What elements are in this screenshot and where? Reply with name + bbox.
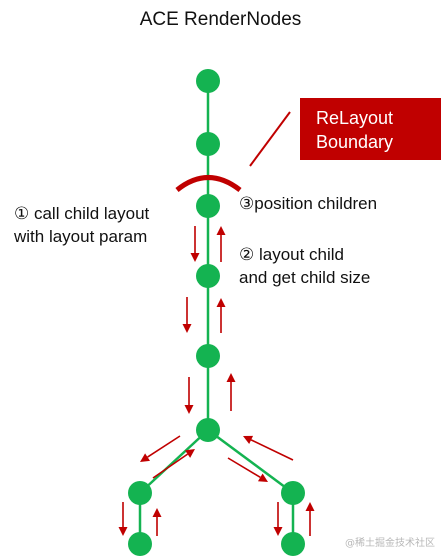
arrow-icon	[227, 457, 268, 482]
step-call-layout: ① call child layout with layout param	[14, 202, 149, 248]
arrow-icon	[140, 435, 181, 462]
render-node	[196, 264, 220, 288]
tree-edge	[207, 428, 294, 495]
arrow-icon	[243, 435, 294, 461]
render-node	[128, 532, 152, 556]
watermark-logo: @稀土掘金技术社区	[345, 538, 435, 549]
step-layout-child: ② layout child and get child size	[239, 243, 370, 289]
arrow-icon	[216, 226, 226, 262]
arrow-icon	[226, 373, 236, 411]
arrow-icon	[152, 508, 162, 536]
arrow-icon	[190, 226, 200, 262]
arrow-icon	[184, 377, 194, 414]
arrow-icon	[182, 297, 192, 333]
diagram-title: ACE RenderNodes	[139, 9, 302, 30]
boundary-connector	[249, 111, 291, 167]
step-layout-line2: and get child size	[239, 268, 371, 287]
boundary-label-line1: ReLayout	[316, 108, 394, 128]
boundary-label-line2: Boundary	[316, 132, 394, 152]
tree-edge	[139, 429, 209, 494]
step-layout-line1: ② layout child	[239, 245, 345, 264]
relayout-boundary-box: ReLayout Boundary	[300, 98, 441, 160]
arrow-icon	[305, 502, 315, 536]
arrow-icon	[118, 502, 128, 536]
render-node	[281, 481, 305, 505]
render-node	[196, 194, 220, 218]
arrow-icon	[273, 502, 283, 536]
render-node	[196, 418, 220, 442]
relayout-boundary-arc	[175, 175, 242, 193]
step-call-line1: ① call child layout	[14, 204, 150, 223]
arrow-icon	[152, 449, 195, 479]
arrows-layer	[118, 226, 315, 536]
render-node	[196, 344, 220, 368]
render-node	[196, 69, 220, 93]
render-node	[281, 532, 305, 556]
arrow-icon	[216, 298, 226, 333]
step-position-children: ③position children	[239, 194, 378, 213]
render-node	[196, 132, 220, 156]
step-call-line2: with layout param	[14, 227, 148, 246]
render-node	[128, 481, 152, 505]
